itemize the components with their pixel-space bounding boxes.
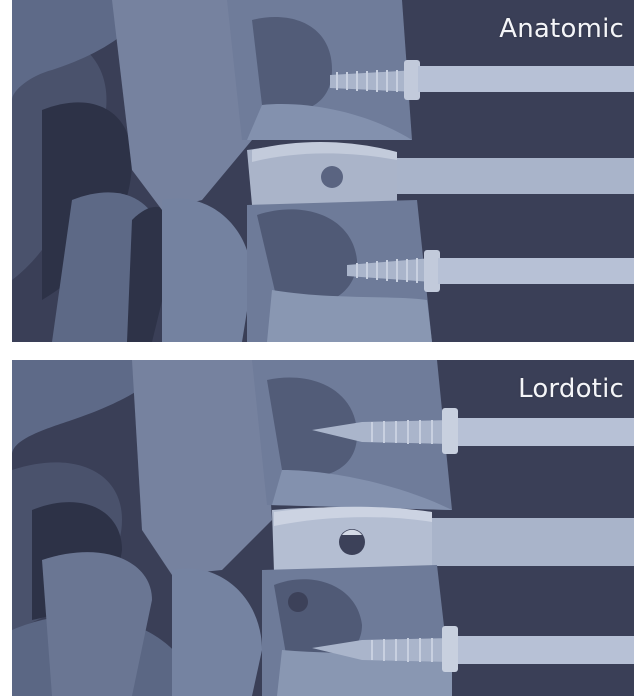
- lordotic-xray-illustration: [12, 360, 634, 696]
- lordotic-label: Lordotic: [518, 374, 624, 404]
- anatomic-panel: Anatomic: [12, 0, 634, 342]
- anatomic-label: Anatomic: [499, 14, 624, 44]
- anatomic-xray-illustration: [12, 0, 634, 342]
- lordotic-panel: Lordotic: [12, 360, 634, 696]
